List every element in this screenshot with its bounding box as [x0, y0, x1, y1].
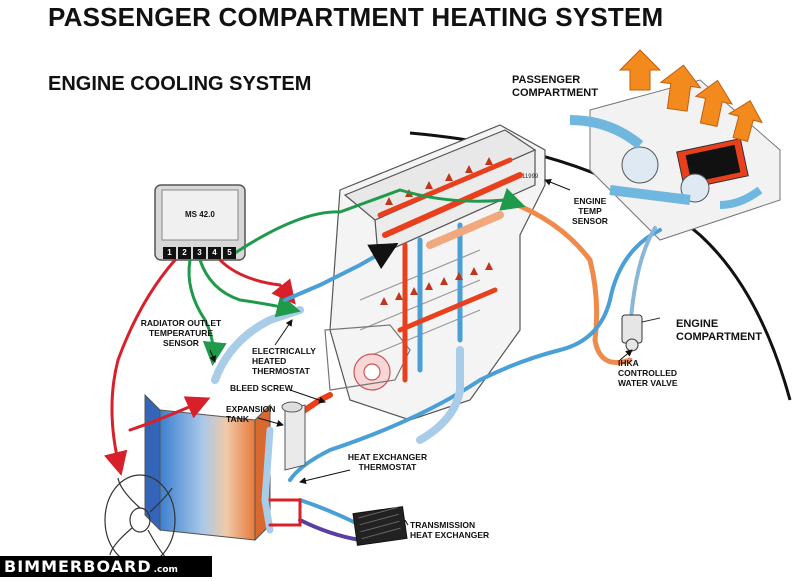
pin-4: 4	[208, 247, 221, 259]
logo-brand: BIMMERBOARD	[4, 557, 152, 576]
heater-core-unit	[569, 79, 781, 241]
control-unit-label: MS 42.0	[185, 210, 215, 219]
engine-block	[324, 124, 546, 421]
engine-coolant-passages	[377, 157, 523, 383]
label-expansion-tank: EXPANSION TANK	[226, 404, 276, 424]
water-valve	[621, 314, 661, 352]
bimmerboard-logo: BIMMERBOARD.com	[0, 556, 212, 577]
label-radiator-outlet-sensor: RADIATOR OUTLET TEMPERATURE SENSOR	[140, 318, 222, 348]
page-title: PASSENGER COMPARTMENT HEATING SYSTEM	[48, 2, 664, 32]
label-water-valve: IHKA CONTROLLED WATER VALVE	[618, 358, 678, 388]
pin-5: 5	[223, 247, 236, 259]
radiator	[144, 393, 271, 542]
hot-air-arrows	[618, 49, 763, 143]
expansion-tank	[281, 401, 306, 471]
label-transmission-heat-exchanger: TRANSMISSION HEAT EXCHANGER	[410, 520, 490, 540]
label-thermostat: ELECTRICALLY HEATED THERMOSTAT	[252, 346, 316, 376]
leader-lines	[209, 178, 633, 526]
label-passenger-compartment: PASSENGER COMPARTMENT	[512, 74, 598, 99]
part-number: 11999	[522, 174, 539, 180]
transmission-heat-exchanger	[352, 506, 408, 546]
label-bleed-screw: BLEED SCREW	[230, 383, 293, 393]
label-engine-compartment: ENGINE COMPARTMENT	[676, 318, 762, 343]
pin-2: 2	[178, 247, 191, 259]
pin-1: 1	[163, 247, 176, 259]
page-subtitle: ENGINE COOLING SYSTEM	[48, 73, 312, 95]
control-signal-wires	[103, 187, 526, 476]
control-unit-ms42	[154, 184, 246, 261]
logo-suffix: .com	[153, 565, 178, 575]
pin-3: 3	[193, 247, 206, 259]
label-engine-temp-sensor: ENGINE TEMP SENSOR	[572, 196, 608, 226]
label-heat-exchanger-thermostat: HEAT EXCHANGER THERMOSTAT	[347, 452, 428, 472]
